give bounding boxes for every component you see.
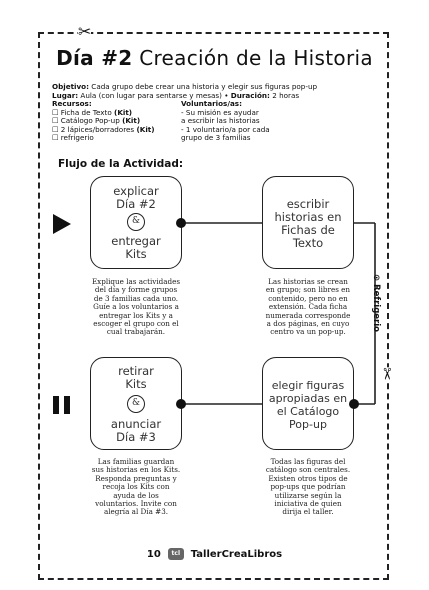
step-box-write: escribir historias en Fichas de Texto <box>262 176 354 269</box>
step-label-write: escribir historias en Fichas de Texto <box>274 197 342 250</box>
resource-item: ☐ Catálogo Pop-up (Kit) <box>52 116 141 126</box>
step-label-deliver: entregar Kits <box>111 234 161 261</box>
step-label-collect: retirar Kits <box>118 364 154 391</box>
place-duration-line: Lugar: Aula (con lugar para sentarse y m… <box>52 90 300 100</box>
objective-line: Objetivo: Cada grupo debe crear una hist… <box>52 82 318 91</box>
clock-icon: ⊙ <box>371 274 381 282</box>
page-number: 10 <box>146 549 161 560</box>
resource-item: ☐ Ficha de Texto (Kit) <box>52 107 133 117</box>
brand-name: TallerCreaLibros <box>190 549 283 560</box>
step-box-choose: elegir figuras apropiadas en el Catálogo… <box>262 357 354 450</box>
connector-dot <box>349 399 359 409</box>
step-description: Las familias guardan sus historias en lo… <box>91 457 181 517</box>
logo-icon: tcl <box>167 548 184 560</box>
step-box-collect-announce: retirar Kits anunciar Día #3 <box>90 357 182 450</box>
step-description: Todas las figuras del catálogo son centr… <box>265 457 351 517</box>
page-title: Día #2 Creación de la Historia <box>56 46 373 70</box>
cut-line-border <box>38 32 389 580</box>
step-label-choose: elegir figuras apropiadas en el Catálogo… <box>268 379 348 431</box>
flow-title: Flujo de la Actividad: <box>58 158 184 170</box>
ampersand-badge: & <box>127 213 145 231</box>
break-label: ⊙ Refrigerio <box>371 274 381 333</box>
resources-list: Recursos: ☐ Ficha de Texto (Kit) ☐ Catál… <box>52 99 182 143</box>
resource-item: ☐ 2 lápices/borradores (Kit) <box>52 124 155 134</box>
step-label-announce: anunciar Día #3 <box>110 417 162 444</box>
step-description: Explique las actividades del día y forme… <box>91 277 181 337</box>
connector-dot <box>176 399 186 409</box>
connector-dot <box>176 218 186 228</box>
play-icon <box>53 214 71 234</box>
step-label-explain: explicar Día #2 <box>113 184 159 211</box>
page-footer: 10 tcl TallerCreaLibros <box>0 548 429 560</box>
ampersand-badge: & <box>127 395 145 413</box>
volunteers-list: Voluntarios/as: - Su misión es ayudar a … <box>181 99 270 143</box>
step-description: Las historias se crean en grupo; son lib… <box>265 277 351 337</box>
pause-icon <box>53 396 70 414</box>
scissors-icon: ✂ <box>78 22 92 41</box>
resource-item: ☐ refrigerio <box>52 133 94 143</box>
